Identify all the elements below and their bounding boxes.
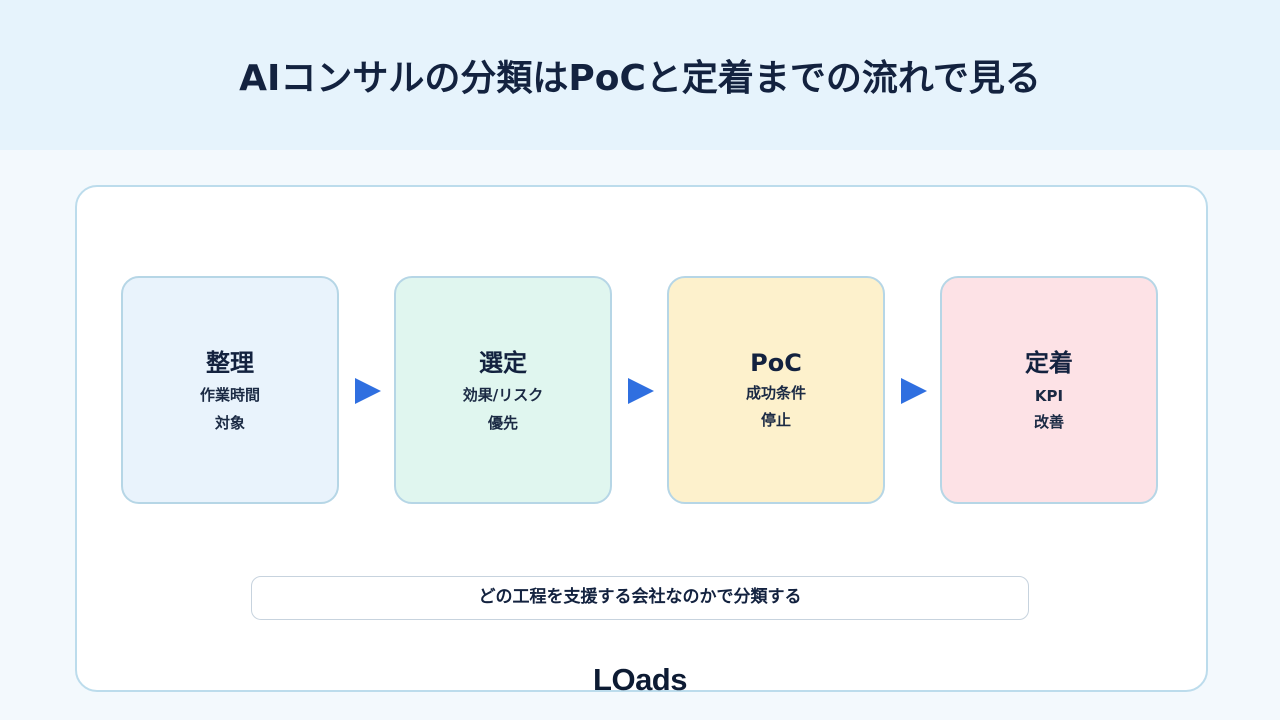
step-line: 作業時間 (199, 386, 260, 404)
step-title: 定着 (1025, 349, 1073, 377)
arrow-right-icon (355, 378, 381, 404)
step-line: 優先 (487, 414, 518, 432)
step-line: 対象 (214, 414, 245, 432)
step-line: 効果/リスク (462, 386, 544, 404)
caption-text: どの工程を支援する会社なのかで分類する (478, 587, 802, 607)
step-select: 選定 効果/リスク 優先 (394, 276, 612, 504)
step-poc: PoC 成功条件 停止 (667, 276, 885, 504)
step-title: PoC (750, 349, 802, 377)
step-organize: 整理 作業時間 対象 (121, 276, 339, 504)
step-line: 停止 (760, 411, 791, 429)
caption-box: どの工程を支援する会社なのかで分類する (251, 576, 1029, 620)
step-title: 選定 (479, 349, 527, 377)
step-title: 整理 (206, 349, 254, 377)
step-line: 改善 (1033, 413, 1064, 431)
header-band (0, 0, 1280, 150)
page-title: AIコンサルの分類はPoCと定着までの流れで見る (239, 58, 1041, 99)
arrow-right-icon (628, 378, 654, 404)
step-line: 成功条件 (745, 384, 806, 402)
step-line: KPI (1034, 387, 1064, 405)
brand-logo: LOads (593, 662, 687, 697)
step-adoption: 定着 KPI 改善 (940, 276, 1158, 504)
arrow-right-icon (901, 378, 927, 404)
